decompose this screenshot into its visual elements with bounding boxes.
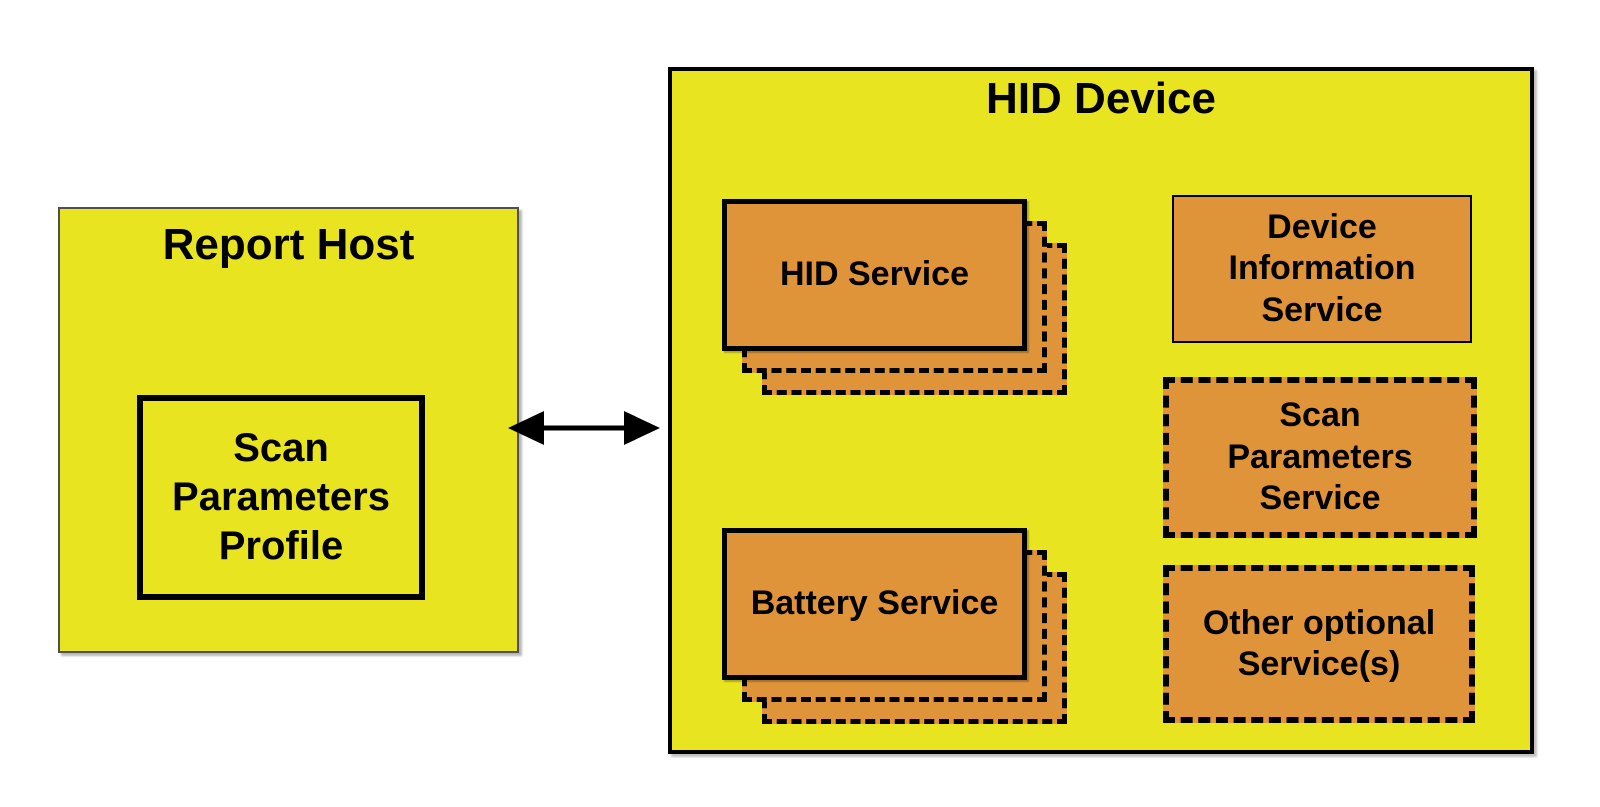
- other-optional-services-box: Other optional Service(s): [1163, 565, 1475, 723]
- battery-service-box: Battery Service: [722, 528, 1027, 680]
- device-information-service-box: Device Information Service: [1172, 195, 1472, 343]
- scan-parameters-service-label: Scan Parameters Service: [1227, 396, 1413, 518]
- hid-device-box: HID Device HID Service Battery Service D…: [668, 67, 1534, 754]
- device-information-service-label: Device Information Service: [1228, 207, 1416, 329]
- hid-service-box: HID Service: [722, 199, 1027, 351]
- hid-service-stack: HID Service: [722, 199, 1067, 395]
- hid-service-label: HID Service: [780, 255, 969, 294]
- report-host-box: Report Host Scan Parameters Profile: [58, 207, 519, 653]
- hid-device-title: HID Device: [986, 74, 1216, 123]
- battery-service-label: Battery Service: [750, 584, 999, 623]
- report-host-title: Report Host: [162, 220, 415, 269]
- other-optional-services-label: Other optional Service(s): [1202, 603, 1436, 683]
- scan-parameters-profile-box: Scan Parameters Profile: [137, 395, 425, 600]
- bidirectional-arrow-icon: [508, 411, 660, 445]
- battery-service-stack: Battery Service: [722, 528, 1067, 724]
- scan-parameters-service-box: Scan Parameters Service: [1163, 377, 1477, 538]
- scan-parameters-profile-label: Scan Parameters Profile: [172, 426, 390, 568]
